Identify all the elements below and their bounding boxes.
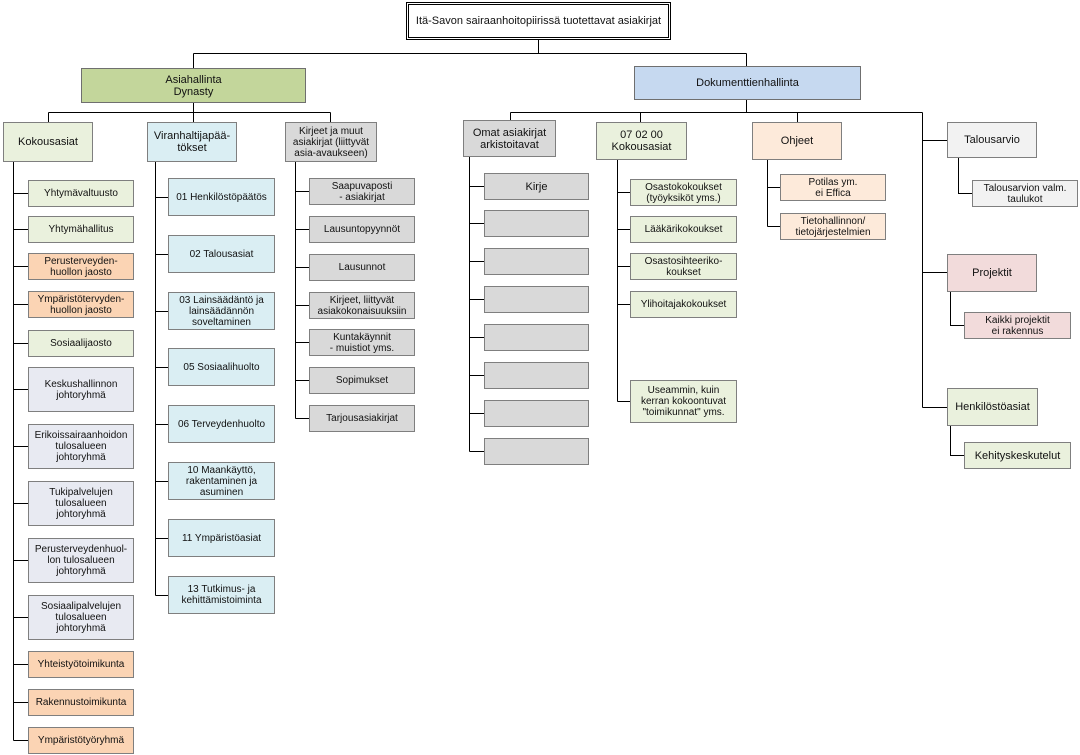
omat-item <box>484 248 589 275</box>
kirjeet-item: Lausuntopyynnöt <box>309 216 415 243</box>
kokousasiat-item: Ympäristötervyden- huollon jaosto <box>28 291 134 318</box>
kokousasiat-item: Tukipalvelujen tulosalueen johtoryhmä <box>28 481 134 526</box>
ohjeet-header: Ohjeet <box>752 122 842 160</box>
asiahallinta-node: Asiahallinta Dynasty <box>81 68 306 103</box>
kirjeet-item: Kirjeet, liittyvät asiakokonaisuuksiin <box>309 292 415 319</box>
kokousasiat-item: Erikoissairaanhoidon tulosalueen johtory… <box>28 424 134 469</box>
kokousasiat-item: Rakennustoimikunta <box>28 689 134 716</box>
projektit-item: Kaikki projektit ei rakennus <box>964 312 1071 339</box>
omat-item <box>484 286 589 313</box>
talousarvio-header: Talousarvio <box>947 122 1037 158</box>
henkilosto-header: Henkilöstöasiat <box>947 388 1038 426</box>
kokousasiat-item: Sosiaalijaosto <box>28 330 134 357</box>
henkilosto-item: Kehityskeskutelut <box>964 442 1071 469</box>
kokousasiat2-item: Ylihoitajakokoukset <box>630 291 737 318</box>
kirjeet-item: Kuntakäynnit - muistiot yms. <box>309 329 415 356</box>
kokousasiat2-item: Useammin, kuin kerran kokoontuvat "toimi… <box>630 380 737 423</box>
kokousasiat2-header: 07 02 00 Kokousasiat <box>596 122 687 160</box>
talousarvio-item: Talousarvion valm. taulukot <box>972 180 1078 207</box>
kirjeet-item: Tarjousasiakirjat <box>309 405 415 432</box>
kokousasiat-item: Yhtymähallitus <box>28 216 134 243</box>
omat-header: Omat asiakirjat arkistoitavat <box>463 120 556 157</box>
ohjeet-item: Tietohallinnon/ tietojärjestelmien <box>780 213 886 240</box>
omat-item <box>484 324 589 351</box>
omat-item <box>484 210 589 237</box>
omat-item <box>484 362 589 389</box>
viranhaltija-item: 02 Talousasiat <box>168 235 275 273</box>
kokousasiat-item: Yhteistyötoimikunta <box>28 651 134 678</box>
dokumentinhallinta-node: Dokumenttienhallinta <box>634 66 861 100</box>
kokousasiat-item: Keskushallinnon johtoryhmä <box>28 367 134 412</box>
kokousasiat-item: Yhtymävaltuusto <box>28 180 134 207</box>
kokousasiat-item: Sosiaalipalvelujen tulosalueen johtoryhm… <box>28 595 134 640</box>
kirjeet-item: Sopimukset <box>309 367 415 394</box>
viranhaltija-item: 05 Sosiaalihuolto <box>168 348 275 386</box>
kokousasiat2-item: Lääkärikokoukset <box>630 216 737 243</box>
kirjeet-item: Lausunnot <box>309 254 415 281</box>
viranhaltija-header: Viranhaltijapää- tökset <box>147 122 237 162</box>
projektit-header: Projektit <box>947 254 1037 292</box>
viranhaltija-item: 06 Terveydenhuolto <box>168 405 275 443</box>
diagram-title: Itä-Savon sairaanhoitopiirissä tuotettav… <box>406 2 671 40</box>
kokousasiat2-item: Osastokokoukset (työyksiköt yms.) <box>630 179 737 206</box>
kokousasiat-header: Kokousasiat <box>3 122 93 162</box>
kokousasiat2-item: Osastosihteeriko- koukset <box>630 253 737 280</box>
kokousasiat-item: Perusterveydenhuol- lon tulosalueen joht… <box>28 538 134 583</box>
kirjeet-header: Kirjeet ja muut asiakirjat (liittyvät as… <box>285 122 377 162</box>
kokousasiat-item: Ympäristötyöryhmä <box>28 727 134 754</box>
viranhaltija-item: 03 Lainsäädäntö ja lainsäädännön sovelta… <box>168 292 275 330</box>
viranhaltija-item: 13 Tutkimus- ja kehittämistoiminta <box>168 576 275 614</box>
omat-item <box>484 400 589 427</box>
ohjeet-item: Potilas ym. ei Effica <box>780 174 886 201</box>
viranhaltija-item: 11 Ympäristöasiat <box>168 519 275 557</box>
kirjeet-item: Saapuvaposti - asiakirjat <box>309 178 415 205</box>
omat-item <box>484 438 589 465</box>
kokousasiat-item: Perusterveyden- huollon jaosto <box>28 253 134 280</box>
viranhaltija-item: 01 Henkilöstöpäätös <box>168 178 275 216</box>
viranhaltija-item: 10 Maankäyttö, rakentaminen ja asuminen <box>168 462 275 500</box>
omat-item: Kirje <box>484 173 589 200</box>
